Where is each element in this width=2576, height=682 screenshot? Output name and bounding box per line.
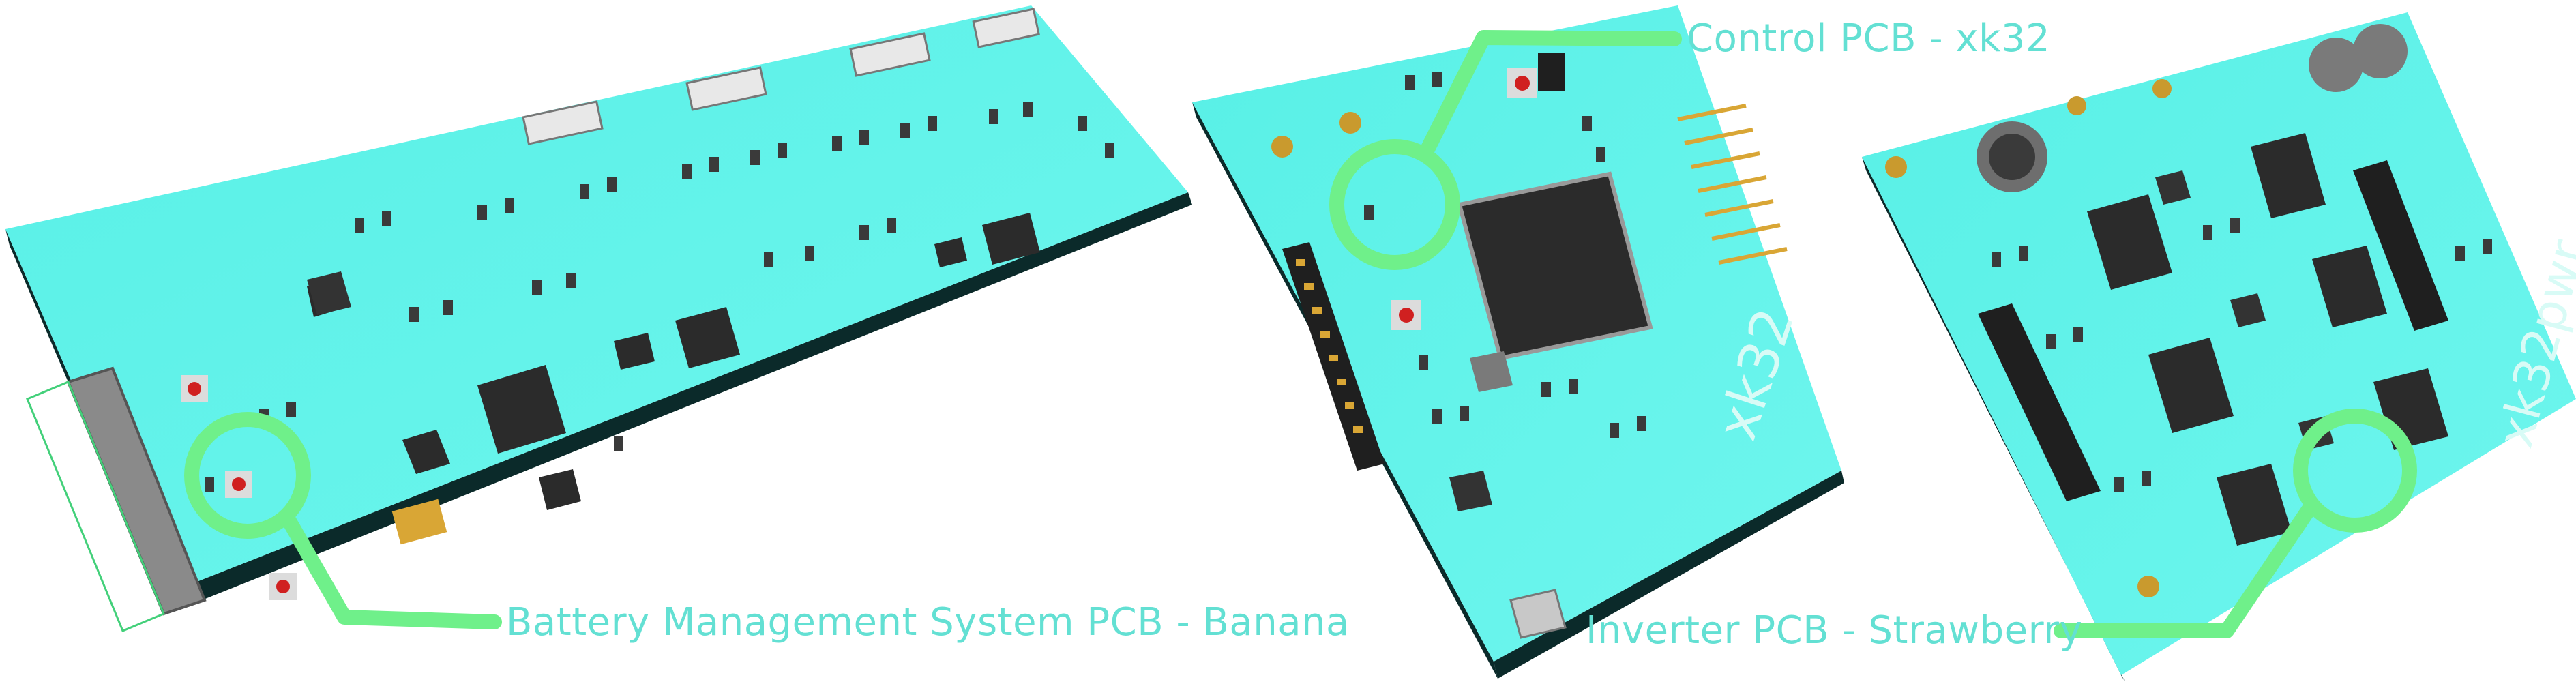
inverter-small-components: [1992, 218, 2492, 492]
control-board: xk32: [1192, 5, 1844, 679]
control-right-header: [1677, 104, 1788, 265]
bms-ics: [307, 213, 1040, 510]
control-small-components: [1364, 72, 1646, 438]
inverter-label: Inverter PCB - Strawberry: [1586, 608, 2083, 653]
bms-callout-circle: [184, 412, 311, 539]
bms-board-surface: [5, 5, 1188, 595]
control-callout-leader: [1418, 30, 1682, 161]
bms-label: Battery Management System PCB - Banana: [506, 600, 1350, 644]
inverter-mounting-holes: [1885, 79, 2172, 597]
inverter-callout-leader: [2054, 497, 2320, 638]
control-mounting-holes: [1271, 112, 1361, 158]
control-regulator: [1449, 471, 1492, 512]
bms-pin-header: [391, 499, 447, 545]
control-usb-port: [1509, 589, 1567, 639]
inverter-board: xk32pwr: [1862, 12, 2576, 682]
control-mcu: [1457, 171, 1653, 361]
control-crystal: [1470, 351, 1513, 392]
bms-board: [5, 5, 1192, 632]
control-label: Control PCB - xk32: [1687, 16, 2051, 61]
bms-ribbon-connector-outline: [26, 381, 165, 632]
control-left-header-pins: [1296, 259, 1363, 433]
inverter-board-surface: [1862, 12, 2576, 675]
control-tactile-buttons: [1391, 68, 1537, 330]
inverter-callout-circle: [2293, 409, 2417, 533]
bms-top-connectors: [522, 8, 1040, 145]
bms-callout-leader: [279, 509, 502, 629]
control-top-header: [1538, 53, 1565, 91]
inverter-capacitors: [1977, 24, 2408, 192]
control-board-bottom-edge: [1494, 471, 1844, 679]
bms-tactile-buttons: [181, 375, 297, 600]
bms-regulator: [307, 271, 351, 315]
control-callout-circle: [1329, 139, 1460, 270]
inverter-connectors: [1978, 160, 2448, 501]
callouts: [184, 30, 2417, 638]
